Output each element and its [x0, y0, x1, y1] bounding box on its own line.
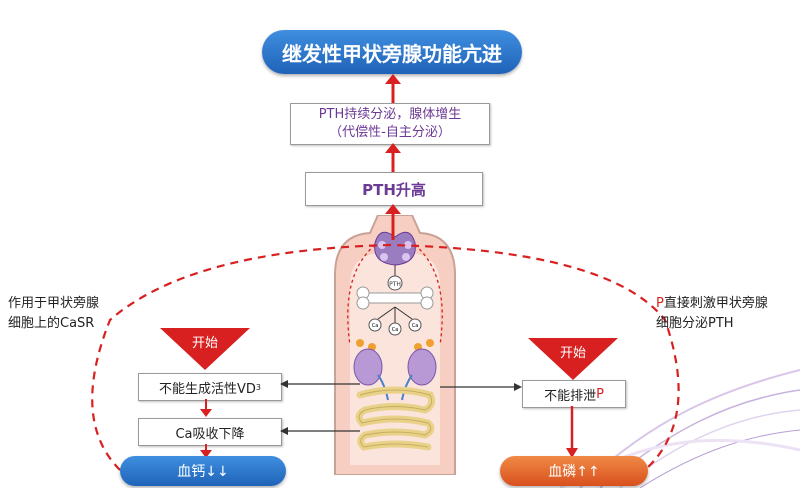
kidney-left: [353, 348, 383, 386]
start-triangle-right: 开始: [528, 338, 618, 380]
blood-phosphate-pill: 血磷↑↑: [500, 456, 648, 486]
kidney-right: [407, 348, 437, 386]
vd3-text: 不能生成活性VD: [159, 381, 256, 397]
parathyroid-gland: [402, 253, 410, 261]
ca-label: Ca: [392, 327, 399, 333]
right-note-phosphate: P直接刺激甲状旁腺 细胞分泌PTH: [656, 294, 800, 334]
arrow-left-icon: [280, 427, 360, 435]
left-note-line1: 作用于甲状旁腺: [8, 296, 100, 311]
p-excrete-p: P: [596, 386, 604, 402]
right-note-p: P: [656, 296, 664, 311]
left-note-casr: 作用于甲状旁腺 细胞上的CaSR: [8, 294, 148, 334]
pth-sustained-line1: PTH持续分泌，腺体增生: [318, 107, 462, 122]
arrow-up-icon: [385, 143, 401, 173]
arrow-down-icon: [566, 406, 578, 458]
pth-elevated-box: PTH升高: [305, 172, 483, 206]
pth-sustained-secretion-box: PTH持续分泌，腺体增生 （代偿性-自主分泌）: [290, 103, 490, 145]
start-triangle-left: 开始: [160, 328, 250, 370]
arrow-down-icon: [200, 444, 212, 458]
arrow-up-icon: [385, 204, 401, 240]
arrow-up-icon: [385, 74, 401, 104]
secondary-hyperparathyroidism-title: 继发性甲状旁腺功能亢进: [262, 30, 522, 74]
parathyroid-gland: [380, 253, 388, 261]
start-label-left: 开始: [191, 336, 218, 351]
left-note-line2: 细胞上的CaSR: [8, 316, 95, 331]
ca-label: Ca: [412, 323, 419, 329]
parathyroid-gland: [378, 241, 386, 249]
ca-absorption-decrease-box: Ca吸收下降: [138, 418, 282, 446]
arrow-left-icon: [280, 380, 360, 388]
blood-calcium-pill: 血钙↓↓: [120, 456, 286, 486]
body-illustration: PTH Ca Ca Ca: [334, 215, 456, 475]
right-note-line2: 细胞分泌PTH: [656, 316, 734, 331]
pth-molecule-label: PTH: [389, 281, 401, 288]
start-label-right: 开始: [559, 346, 586, 361]
arrow-right-icon: [440, 383, 522, 391]
parathyroid-gland: [404, 241, 412, 249]
ca-label: Ca: [372, 323, 379, 329]
right-note-line1: 直接刺激甲状旁腺: [663, 296, 768, 311]
arrow-down-icon: [200, 399, 212, 417]
pth-sustained-line2: （代偿性-自主分泌）: [329, 125, 451, 140]
p-excrete-text: 不能排泄: [544, 388, 597, 404]
vd3-subscript: 3: [255, 382, 261, 392]
